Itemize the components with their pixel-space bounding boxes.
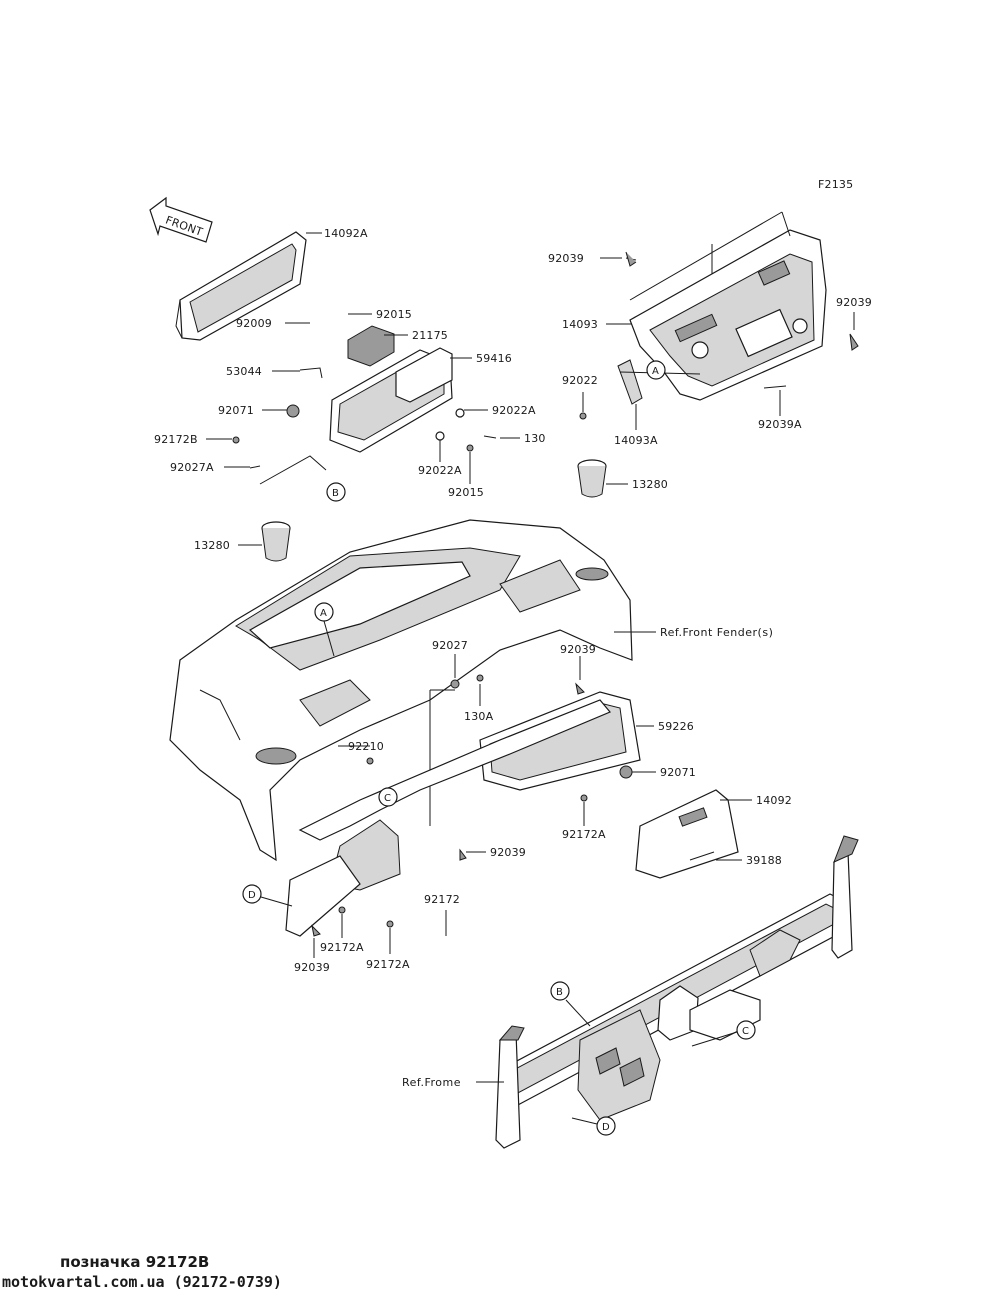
label-130A: 130A — [464, 710, 494, 723]
label-92027A: 92027A — [170, 461, 214, 474]
label-92039-bottom-left: 92039 — [294, 961, 330, 974]
frame-crossmember — [495, 835, 859, 1149]
label-ref-front-fender: Ref.Front Fender(s) — [660, 626, 773, 639]
instrument-panel-14093 — [629, 229, 827, 401]
cup-holder-13280-right — [577, 459, 607, 498]
label-14093: 14093 — [562, 318, 598, 331]
label-92027: 92027 — [432, 639, 468, 652]
label-92015-bottom: 92015 — [448, 486, 484, 499]
glove-box-lid-14092 — [635, 789, 739, 879]
callout-A-top — [646, 360, 666, 380]
dashboard-body — [169, 519, 633, 862]
label-92172: 92172 — [424, 893, 460, 906]
label-14092: 14092 — [756, 794, 792, 807]
lower-dash-panel — [285, 699, 611, 937]
footer-site-link[interactable]: motokvartal.com.ua (92172-0739) — [2, 1273, 282, 1291]
label-13280-right: 13280 — [632, 478, 668, 491]
label-21175: 21175 — [412, 329, 448, 342]
meter-housing-59416 — [329, 347, 453, 453]
label-92039-middle: 92039 — [560, 643, 596, 656]
upper-panel-14092A — [175, 231, 307, 341]
label-92039A: 92039A — [758, 418, 802, 431]
svg-text:C: C — [742, 1026, 749, 1037]
footer-part-note: позначка 92172B — [60, 1253, 210, 1271]
grommet-92071-top — [286, 404, 300, 418]
callout-D-frame — [596, 1116, 616, 1136]
svg-text:D: D — [602, 1122, 610, 1133]
svg-text:B: B — [556, 987, 563, 998]
cup-holder-13280-left — [261, 521, 291, 562]
label-92172B: 92172B — [154, 433, 198, 446]
callout-B-frame — [550, 981, 570, 1001]
svg-text:C: C — [384, 793, 391, 804]
label-92015-top: 92015 — [376, 308, 412, 321]
svg-text:B: B — [332, 488, 339, 499]
label-92071-middle: 92071 — [660, 766, 696, 779]
label-92022A-bottom: 92022A — [418, 464, 462, 477]
label-92039-center: 92039 — [490, 846, 526, 859]
label-39188: 39188 — [746, 854, 782, 867]
label-92009: 92009 — [236, 317, 272, 330]
front-arrow-icon: FRONT — [149, 196, 213, 243]
label-92039-top-right: 92039 — [836, 296, 872, 309]
label-ref-frame: Ref.Frome — [402, 1076, 461, 1089]
callout-C-dash — [378, 787, 398, 807]
label-14093A: 14093A — [614, 434, 658, 447]
callout-B-top — [326, 482, 346, 502]
label-92071-top: 92071 — [218, 404, 254, 417]
svg-text:A: A — [320, 608, 327, 619]
label-59226: 59226 — [658, 720, 694, 733]
label-14092A: 14092A — [324, 227, 368, 240]
label-92172A-bottom: 92172A — [366, 958, 410, 971]
label-53044: 53044 — [226, 365, 262, 378]
svg-text:D: D — [248, 890, 256, 901]
label-92022: 92022 — [562, 374, 598, 387]
svg-text:A: A — [652, 366, 659, 377]
label-92172A-middle: 92172A — [562, 828, 606, 841]
label-92172A-left: 92172A — [320, 941, 364, 954]
label-92210: 92210 — [348, 740, 384, 753]
figure-code: F2135 — [818, 178, 853, 191]
callout-C-frame — [736, 1020, 756, 1040]
label-92039-top-left: 92039 — [548, 252, 584, 265]
bracket-14093A — [617, 359, 643, 405]
label-13280-left: 13280 — [194, 539, 230, 552]
label-59416: 59416 — [476, 352, 512, 365]
callout-D-dash — [242, 884, 262, 904]
relay-21175 — [347, 325, 395, 367]
clip-53044 — [299, 367, 323, 379]
label-92022A-right: 92022A — [492, 404, 536, 417]
label-130: 130 — [524, 432, 546, 445]
